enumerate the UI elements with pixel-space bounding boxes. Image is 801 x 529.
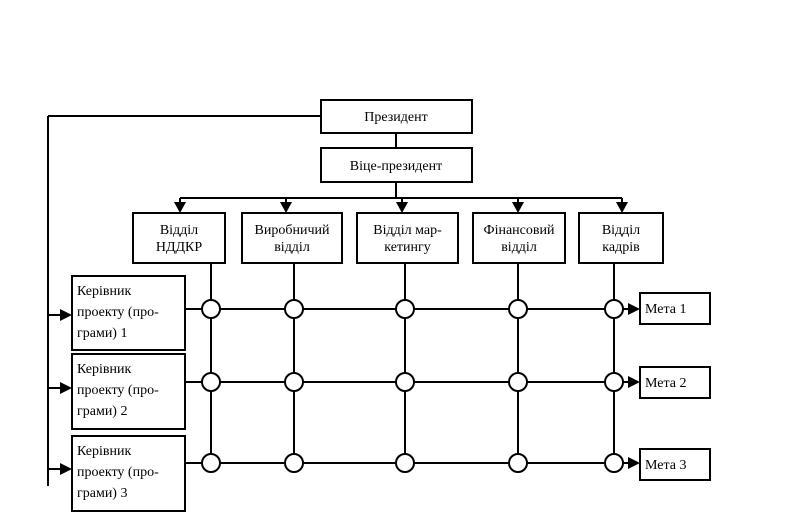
president-label: Президент <box>364 110 427 125</box>
department-3-label-line-2: кетингу <box>384 240 431 255</box>
manager-box-3 <box>71 435 186 512</box>
manager-3-label-line-2: проекту (про- <box>77 465 159 480</box>
manager-1-label-line-3: грами) 1 <box>77 326 127 341</box>
vice-president-box <box>320 147 473 183</box>
goal-2-label: Мета 2 <box>645 376 686 391</box>
matrix-node-r1-c4 <box>508 299 528 319</box>
goal-1-arrow <box>628 303 640 315</box>
manager-1-label-line-2: проекту (про- <box>77 305 159 320</box>
department-box-1 <box>132 212 226 264</box>
goal-box-2 <box>639 366 711 399</box>
manager-3-label-line-3: грами) 3 <box>77 486 127 501</box>
matrix-node-r2-c2 <box>284 372 304 392</box>
department-1-label-line-1: Відділ <box>160 223 198 238</box>
manager-3-feed-arrow <box>60 463 72 475</box>
goal-box-1 <box>639 292 711 325</box>
matrix-node-r2-c3 <box>395 372 415 392</box>
managers-layer: Керівник проекту (про-грами) 1 Керівник про… <box>48 275 186 512</box>
manager-2-label-line-2: проекту (про- <box>77 383 159 398</box>
matrix-node-r3-c4 <box>508 453 528 473</box>
department-4-label-line-2: відділ <box>501 240 537 255</box>
dept-4-arrow <box>512 202 524 213</box>
department-box-5 <box>578 212 664 264</box>
department-2-label-line-1: Виробничий <box>255 223 330 238</box>
department-2-label-line-2: відділ <box>274 240 310 255</box>
matrix-node-r3-c2 <box>284 453 304 473</box>
manager-1-label-line-1: Керівник <box>77 284 132 299</box>
department-5-label-line-1: Відділ <box>602 223 640 238</box>
matrix-node-r3-c1 <box>201 453 221 473</box>
department-4-label-line-1: Фінансовий <box>484 223 555 238</box>
goal-2-arrow <box>628 376 640 388</box>
manager-3-label-line-1: Керівник <box>77 444 132 459</box>
manager-2-label-line-3: грами) 2 <box>77 404 127 419</box>
matrix-node-r1-c3 <box>395 299 415 319</box>
matrix-node-r1-c1 <box>201 299 221 319</box>
manager-2-feed-arrow <box>60 382 72 394</box>
department-box-2 <box>241 212 343 264</box>
matrix-node-r2-c1 <box>201 372 221 392</box>
department-box-3 <box>356 212 459 264</box>
dept-3-arrow <box>396 202 408 213</box>
dept-5-arrow <box>616 202 628 213</box>
manager-1-feed-arrow <box>60 309 72 321</box>
matrix-node-r3-c3 <box>395 453 415 473</box>
manager-2-label-line-1: Керівник <box>77 362 132 377</box>
matrix-node-r1-c5 <box>604 299 624 319</box>
goals-layer: Мета 1 Мета 2 Мета 3 <box>628 292 711 481</box>
goal-3-label: Мета 3 <box>645 458 686 473</box>
goal-1-label: Мета 1 <box>645 302 686 317</box>
matrix-node-r1-c2 <box>284 299 304 319</box>
goal-box-3 <box>639 448 711 481</box>
dept-2-arrow <box>280 202 292 213</box>
manager-box-2 <box>71 353 186 430</box>
matrix-node-r3-c5 <box>604 453 624 473</box>
department-5-label-line-2: кадрів <box>602 240 640 255</box>
department-box-4 <box>472 212 566 264</box>
matrix-node-r2-c4 <box>508 372 528 392</box>
department-1-label-line-2: НДДКР <box>156 240 203 255</box>
matrix-node-r2-c5 <box>604 372 624 392</box>
goal-3-arrow <box>628 457 640 469</box>
dept-1-arrow <box>174 202 186 213</box>
vice-president-label: Віце-президент <box>350 159 442 174</box>
manager-box-1 <box>71 275 186 351</box>
matrix-grid-layer <box>185 263 628 473</box>
department-3-label-line-1: Відділ мар- <box>373 223 442 238</box>
